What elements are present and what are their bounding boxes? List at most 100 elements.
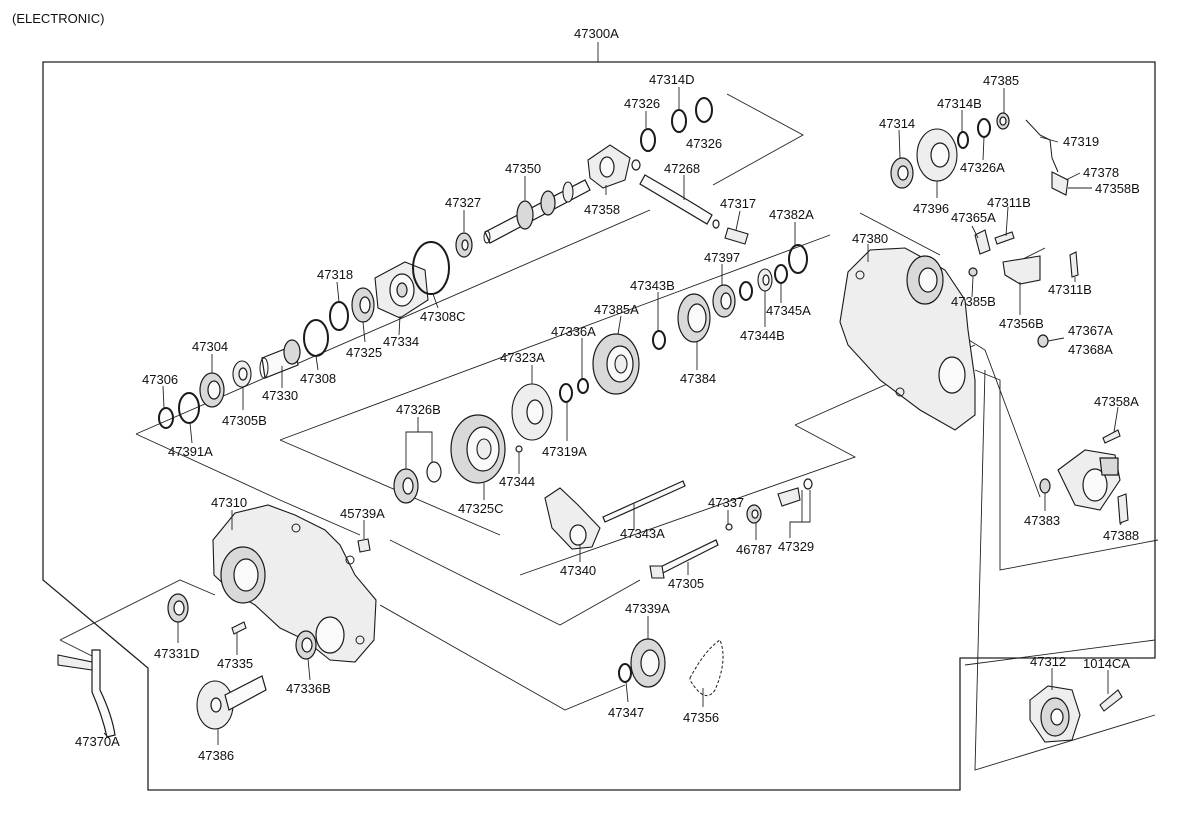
gear-47325[interactable] [351, 287, 375, 323]
label-47311B-top[interactable]: 47311B [987, 195, 1031, 210]
label-47380[interactable]: 47380 [852, 231, 888, 246]
drum-47325C[interactable] [450, 414, 506, 484]
bolt-47358A[interactable] [1102, 429, 1121, 444]
label-47314B[interactable]: 47314B [937, 96, 982, 111]
flange-47386[interactable] [196, 675, 267, 730]
ring-47318[interactable] [329, 301, 349, 331]
label-47329[interactable]: 47329 [778, 539, 814, 554]
rod-47305[interactable] [649, 539, 719, 579]
bolt-47311B-right[interactable] [1069, 251, 1079, 278]
bolt-47385B[interactable] [968, 267, 978, 277]
ring-47347[interactable] [618, 663, 632, 683]
label-47386[interactable]: 47386 [198, 748, 234, 763]
label-47314D[interactable]: 47314D [649, 72, 695, 87]
front-housing-47310[interactable] [212, 504, 377, 663]
ring-47319A[interactable] [559, 383, 573, 403]
label-47314[interactable]: 47314 [879, 116, 915, 131]
label-47383[interactable]: 47383 [1024, 513, 1060, 528]
seal-47305B[interactable] [232, 360, 252, 388]
ring-47345A[interactable] [774, 264, 788, 284]
label-47365A[interactable]: 47365A [951, 210, 996, 225]
label-47327[interactable]: 47327 [445, 195, 481, 210]
bolt-47388[interactable] [1117, 493, 1129, 524]
ring-47391A[interactable] [178, 392, 200, 424]
mount-47312[interactable] [1029, 685, 1081, 743]
ring-47336A[interactable] [577, 378, 589, 394]
ring-47306[interactable] [158, 407, 174, 429]
label-47305[interactable]: 47305 [668, 576, 704, 591]
rail-47343A[interactable] [602, 480, 686, 523]
bolt-47311B-top[interactable] [994, 231, 1015, 245]
label-47312[interactable]: 47312 [1030, 654, 1066, 669]
actuator-47358A[interactable] [1057, 449, 1121, 511]
bracket-47365A[interactable] [974, 229, 991, 255]
label-47336B[interactable]: 47336B [286, 681, 331, 696]
ball-47344[interactable] [515, 445, 523, 453]
label-47304[interactable]: 47304 [192, 339, 228, 354]
label-47331D[interactable]: 47331D [154, 646, 200, 661]
label-47337[interactable]: 47337 [708, 495, 744, 510]
label-47391A[interactable]: 47391A [168, 444, 213, 459]
seal-47336B[interactable] [295, 630, 317, 660]
seal-47314[interactable] [890, 157, 914, 189]
label-47368A[interactable]: 47368A [1068, 342, 1113, 357]
label-47358A[interactable]: 47358A [1094, 394, 1139, 409]
label-47340[interactable]: 47340 [560, 563, 596, 578]
label-47325[interactable]: 47325 [346, 345, 382, 360]
disc-47323A[interactable] [511, 383, 553, 441]
ring-47308[interactable] [303, 319, 329, 357]
assembly-number-label[interactable]: 47300A [574, 26, 619, 41]
washer-47358-small[interactable] [631, 159, 641, 171]
label-47317[interactable]: 47317 [720, 196, 756, 211]
label-47367A[interactable]: 47367A [1068, 323, 1113, 338]
label-47336A[interactable]: 47336A [551, 324, 596, 339]
label-47344[interactable]: 47344 [499, 474, 535, 489]
label-47358[interactable]: 47358 [584, 202, 620, 217]
bolt-47335[interactable] [231, 621, 247, 635]
sensor-47317[interactable] [712, 219, 749, 245]
seal-47331D[interactable] [167, 593, 189, 623]
ring-47314B[interactable] [957, 131, 969, 149]
label-47326B[interactable]: 47326B [396, 402, 441, 417]
label-47396[interactable]: 47396 [913, 201, 949, 216]
label-47318[interactable]: 47318 [317, 267, 353, 282]
label-47350[interactable]: 47350 [505, 161, 541, 176]
ring-47382A[interactable] [788, 244, 808, 274]
label-47356B[interactable]: 47356B [999, 316, 1044, 331]
label-47378[interactable]: 47378 [1083, 165, 1119, 180]
label-47339A[interactable]: 47339A [625, 601, 670, 616]
ring-47343B[interactable] [652, 330, 666, 350]
fork-47340[interactable] [544, 487, 601, 550]
label-47330[interactable]: 47330 [262, 388, 298, 403]
washer-47383[interactable] [1039, 478, 1051, 494]
ring-47326-right[interactable] [695, 97, 713, 123]
clip-47329[interactable] [777, 478, 813, 507]
bushing-46787[interactable] [746, 504, 762, 524]
label-47305B[interactable]: 47305B [222, 413, 267, 428]
label-47356[interactable]: 47356 [683, 710, 719, 725]
ring-47308C[interactable] [412, 241, 450, 295]
bolt-1014CA[interactable] [1099, 689, 1123, 712]
flange-47358[interactable] [587, 144, 631, 189]
label-47334[interactable]: 47334 [383, 334, 419, 349]
label-47388[interactable]: 47388 [1103, 528, 1139, 543]
ring-47326A[interactable] [977, 118, 991, 138]
label-47385[interactable]: 47385 [983, 73, 1019, 88]
sensor-wire-47319[interactable] [1025, 119, 1069, 196]
bearing-47397[interactable] [712, 284, 736, 318]
seal-47344B[interactable] [757, 268, 773, 292]
label-47326-right[interactable]: 47326 [686, 136, 722, 151]
label-47319A[interactable]: 47319A [542, 444, 587, 459]
bearing-47326B[interactable] [393, 461, 442, 504]
label-47326-upper[interactable]: 47326 [624, 96, 660, 111]
label-47311B-right[interactable]: 47311B [1048, 282, 1092, 297]
rear-case-47380[interactable] [839, 247, 976, 431]
label-47370A[interactable]: 47370A [75, 734, 120, 749]
chain-47356[interactable] [689, 639, 724, 697]
label-47310[interactable]: 47310 [211, 495, 247, 510]
label-47308[interactable]: 47308 [300, 371, 336, 386]
bearing-47385A[interactable] [592, 333, 640, 395]
label-47335[interactable]: 47335 [217, 656, 253, 671]
label-47343A[interactable]: 47343A [620, 526, 665, 541]
mainshaft-47350[interactable] [483, 179, 591, 244]
